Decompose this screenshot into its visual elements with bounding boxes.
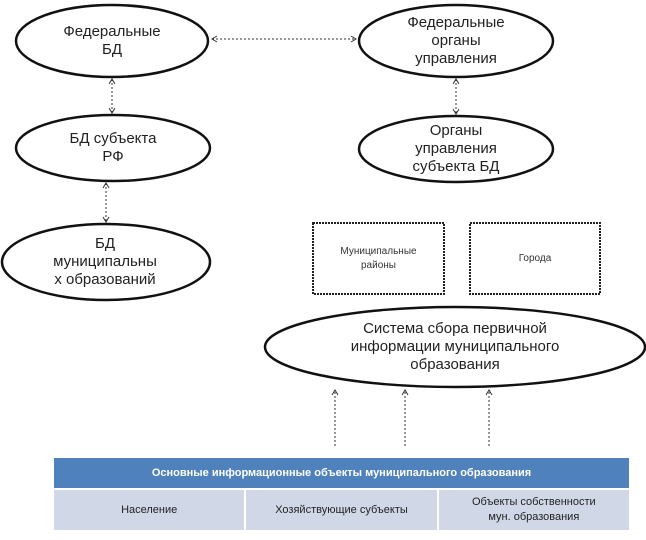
- municipal-districts-label: Муниципальные районы: [340, 245, 417, 271]
- table-header: Основные информационные объекты муниципа…: [54, 458, 629, 488]
- cities-label: Города: [518, 252, 552, 264]
- table-row: Население Хозяйствующие субъекты Объекты…: [54, 490, 629, 530]
- federal-bodies-ellipse: [357, 3, 555, 79]
- federal-db-ellipse: [14, 3, 210, 79]
- federal-db-label: Федеральные БД: [63, 23, 161, 58]
- subject-db-label: БД субъекта РФ: [69, 130, 157, 165]
- subject-bodies-label: Органы управления субъекта БД: [412, 122, 500, 175]
- federal-bodies-label: Федеральные органы управления: [407, 14, 505, 67]
- cell-population: Население: [54, 490, 245, 530]
- info-objects-table: Основные информационные объекты муниципа…: [54, 458, 629, 530]
- cell-property: Объекты собственности мун. образования: [438, 490, 629, 530]
- municipal-districts-box: [312, 222, 445, 295]
- cities-box: [469, 222, 601, 295]
- collection-system-label: Система сбора первичной информации муниц…: [350, 320, 560, 373]
- collection-system-ellipse: [263, 305, 646, 389]
- municipal-db-label: БД муниципальны х образований: [53, 235, 157, 288]
- subject-db-ellipse: [14, 113, 212, 183]
- subject-bodies-ellipse: [357, 114, 555, 184]
- cell-businesses: Хозяйствующие субъекты: [246, 490, 437, 530]
- municipal-db-ellipse: [0, 222, 212, 302]
